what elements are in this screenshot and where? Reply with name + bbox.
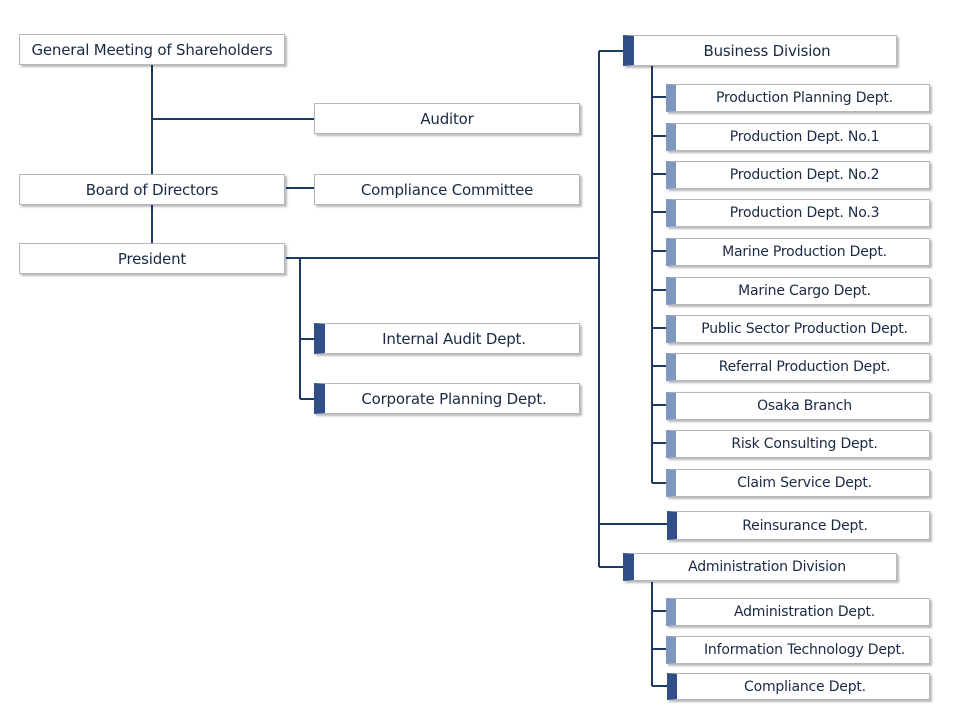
node-label: Compliance Dept.: [744, 678, 866, 695]
node-label: Production Dept. No.2: [729, 167, 880, 183]
node-label: Business Division: [703, 41, 831, 60]
node-production-dept-3: Production Dept. No.3: [666, 199, 930, 227]
node-label: General Meeting of Shareholders: [31, 40, 273, 59]
node-label: Corporate Planning Dept.: [361, 389, 547, 408]
node-label: Administration Dept.: [733, 604, 876, 620]
node-reinsurance: Reinsurance Dept.: [667, 511, 930, 540]
node-shareholders: General Meeting of Shareholders: [19, 34, 285, 65]
node-label: Reinsurance Dept.: [742, 517, 868, 534]
node-label: Compliance Committee: [360, 180, 534, 199]
node-administration-dept: Administration Dept.: [666, 598, 930, 626]
node-corporate-planning: Corporate Planning Dept.: [314, 383, 580, 414]
node-compliance-dept: Compliance Dept.: [667, 673, 930, 700]
node-marine-production: Marine Production Dept.: [666, 238, 930, 266]
node-label: President: [117, 249, 187, 268]
node-label: Osaka Branch: [757, 398, 852, 414]
node-marine-cargo: Marine Cargo Dept.: [666, 277, 930, 305]
node-osaka-branch: Osaka Branch: [666, 392, 930, 420]
node-public-sector-production: Public Sector Production Dept.: [666, 315, 930, 343]
node-label: Marine Cargo Dept.: [738, 283, 871, 299]
node-label: Board of Directors: [85, 180, 219, 199]
node-production-planning: Production Planning Dept.: [666, 84, 930, 112]
node-board-of-directors: Board of Directors: [19, 174, 285, 205]
node-risk-consulting: Risk Consulting Dept.: [666, 430, 930, 458]
node-internal-audit: Internal Audit Dept.: [314, 323, 580, 354]
node-production-dept-1: Production Dept. No.1: [666, 123, 930, 151]
node-president: President: [19, 243, 285, 274]
node-label: Claim Service Dept.: [737, 475, 872, 491]
node-label: Risk Consulting Dept.: [731, 436, 878, 452]
node-label: Referral Production Dept.: [718, 359, 891, 375]
node-information-technology: Information Technology Dept.: [666, 636, 930, 664]
node-label: Marine Production Dept.: [722, 244, 887, 260]
node-claim-service: Claim Service Dept.: [666, 469, 930, 497]
node-label: Auditor: [420, 109, 474, 128]
node-label: Internal Audit Dept.: [382, 329, 526, 348]
node-label: Information Technology Dept.: [704, 642, 905, 658]
node-business-division: Business Division: [623, 35, 897, 66]
node-label: Production Planning Dept.: [716, 90, 893, 106]
node-production-dept-2: Production Dept. No.2: [666, 161, 930, 189]
node-referral-production: Referral Production Dept.: [666, 353, 930, 381]
node-label: Production Dept. No.1: [729, 129, 880, 145]
node-label: Production Dept. No.3: [729, 205, 880, 221]
node-administration-division: Administration Division: [623, 553, 897, 581]
node-label: Public Sector Production Dept.: [701, 321, 908, 337]
node-auditor: Auditor: [314, 103, 580, 134]
node-compliance-committee: Compliance Committee: [314, 174, 580, 205]
node-label: Administration Division: [688, 559, 846, 575]
